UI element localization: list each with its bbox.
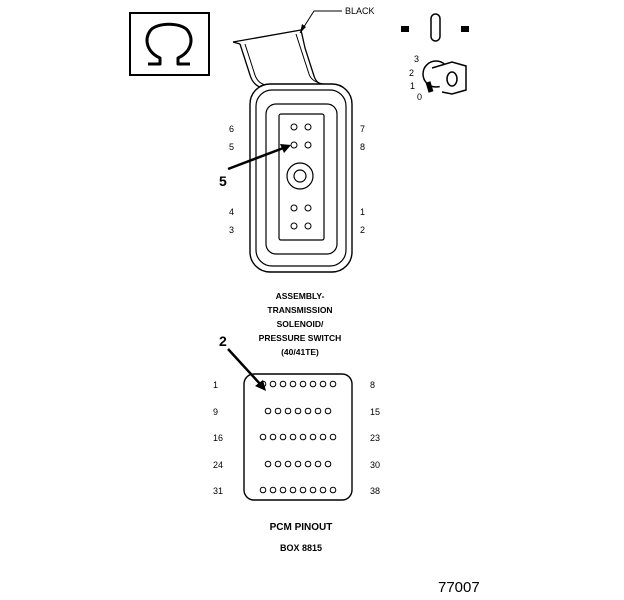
assembly-label: ASSEMBLY- TRANSMISSION SOLENOID/ PRESSUR…	[259, 291, 342, 357]
connector-label-6: 6	[229, 124, 234, 134]
pcm-row5-end: 38	[370, 486, 380, 496]
connector-label-3: 3	[229, 225, 234, 235]
pcm-pin-20	[299, 433, 307, 441]
pcm-pin-31	[259, 486, 267, 494]
pcm-pin-34	[289, 486, 297, 494]
ohm-icon	[145, 22, 193, 66]
connector-label-7: 7	[360, 124, 365, 134]
pcm-pin-6	[309, 380, 317, 388]
pcm-pin-9	[264, 407, 272, 415]
pcm-pin-28	[304, 460, 312, 468]
callout-connector-number: 5	[219, 173, 227, 189]
pcm-label-line2: BOX 8815	[280, 543, 322, 553]
assembly-label-line3: SOLENOID/	[277, 319, 324, 329]
solenoid-connector	[232, 29, 353, 273]
pcm-pin-36	[309, 486, 317, 494]
pcm-row1-end: 8	[370, 380, 375, 390]
ignition-pos-1: 1	[410, 81, 415, 91]
figure-number: 77007	[438, 579, 480, 596]
wire-color-label: BLACK	[345, 6, 375, 16]
pcm-pin-18	[279, 433, 287, 441]
assembly-label-line5: (40/41TE)	[281, 347, 319, 357]
assembly-label-line2: TRANSMISSION	[267, 305, 332, 315]
callout-connector: 5	[219, 144, 291, 189]
pcm-row4-start: 24	[213, 460, 223, 470]
ignition-pos-0: 0	[417, 92, 422, 102]
connector-label-1: 1	[360, 207, 365, 217]
callout-pcm-number: 2	[219, 333, 227, 349]
connector-pin-7	[304, 123, 312, 131]
connector-label-5: 5	[229, 142, 234, 152]
pcm-pin-19	[289, 433, 297, 441]
wire-color-callout: BLACK	[299, 6, 375, 34]
ignition-key-icon: 3 2 1 0	[401, 13, 469, 102]
pcm-pin-2	[269, 380, 277, 388]
connector-label-4: 4	[229, 207, 234, 217]
connector-pin-2	[304, 222, 312, 230]
pcm-row2-end: 15	[370, 407, 380, 417]
connector-pin-4	[290, 204, 298, 212]
connector-pin-3	[290, 222, 298, 230]
pcm-row2-start: 9	[213, 407, 218, 417]
pcm-pin-27	[294, 460, 302, 468]
pcm-pin-14	[314, 407, 322, 415]
ignition-pos-2: 2	[409, 68, 414, 78]
connector-pin-8	[304, 141, 312, 149]
ohm-symbol	[129, 12, 210, 76]
pcm-pin-7	[319, 380, 327, 388]
pcm-pin-15	[324, 407, 332, 415]
pcm-pin-11	[284, 407, 292, 415]
pcm-pin-12	[294, 407, 302, 415]
connector-pin-5	[290, 141, 298, 149]
pcm-pin-35	[299, 486, 307, 494]
pcm-row3-start: 16	[213, 433, 223, 443]
callout-pcm: 2	[219, 333, 266, 391]
pcm-pin-10	[274, 407, 282, 415]
pcm-pin-37	[319, 486, 327, 494]
connector-pin-6	[290, 123, 298, 131]
pcm-pin-38	[329, 486, 337, 494]
pcm-pin-32	[269, 486, 277, 494]
pcm-pin-23	[329, 433, 337, 441]
assembly-label-line1: ASSEMBLY-	[276, 291, 325, 301]
pcm-pin-4	[289, 380, 297, 388]
ignition-pos-3: 3	[414, 54, 419, 64]
pcm-pin-8	[329, 380, 337, 388]
connector-label-8: 8	[360, 142, 365, 152]
pcm-row3-end: 23	[370, 433, 380, 443]
connector-pin-1	[304, 204, 312, 212]
pcm-pin-33	[279, 486, 287, 494]
pcm-row1-start: 1	[213, 380, 218, 390]
pcm-pin-30	[324, 460, 332, 468]
pcm-row5-start: 31	[213, 486, 223, 496]
pcm-pinout	[243, 373, 353, 501]
assembly-label-line4: PRESSURE SWITCH	[259, 333, 342, 343]
pcm-pin-21	[309, 433, 317, 441]
pcm-pin-22	[319, 433, 327, 441]
pcm-row4-end: 30	[370, 460, 380, 470]
pcm-pin-3	[279, 380, 287, 388]
pcm-pin-5	[299, 380, 307, 388]
pcm-pin-24	[264, 460, 272, 468]
pcm-pin-29	[314, 460, 322, 468]
pcm-pin-grid	[259, 380, 337, 494]
pcm-label-line1: PCM PINOUT	[270, 522, 333, 533]
pcm-pin-17	[269, 433, 277, 441]
pcm-pin-13	[304, 407, 312, 415]
pcm-pin-25	[274, 460, 282, 468]
connector-label-2: 2	[360, 225, 365, 235]
pcm-pin-16	[259, 433, 267, 441]
pcm-pin-26	[284, 460, 292, 468]
